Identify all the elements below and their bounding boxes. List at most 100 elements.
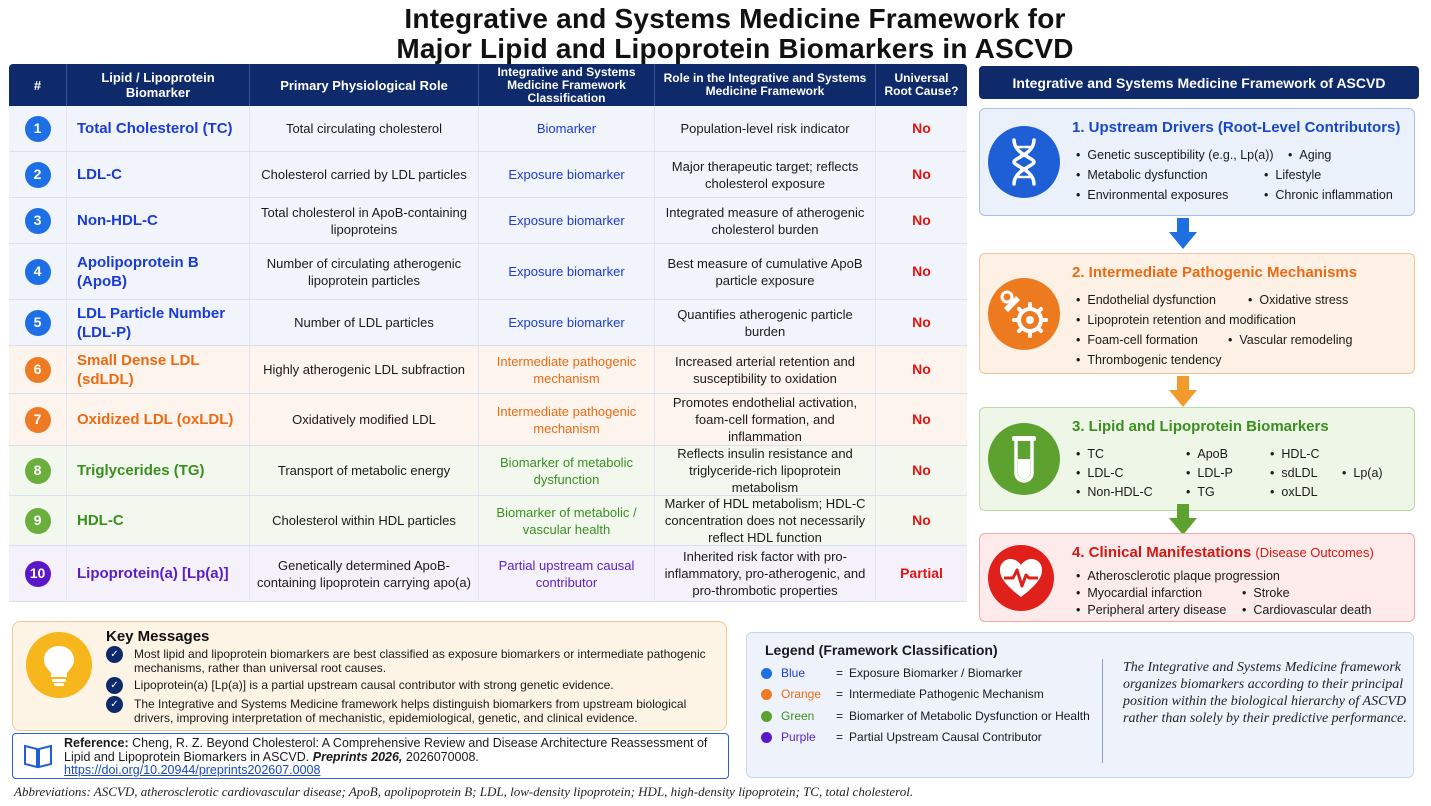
root-cause: Partial xyxy=(900,565,943,581)
check-icon: ✓ xyxy=(106,696,123,713)
legend-item: Blue = Exposure Biomarker / Biomarker xyxy=(761,666,1022,680)
row-number-badge: 8 xyxy=(24,457,51,484)
table-row: 2 LDL-C Cholesterol carried by LDL parti… xyxy=(9,152,967,198)
classification: Exposure biomarker xyxy=(479,300,655,345)
physiological-role: Transport of metabolic energy xyxy=(250,446,479,495)
list-item: ✓ Lipoprotein(a) [Lp(a)] is a partial up… xyxy=(106,677,722,694)
list-item: TG xyxy=(1186,483,1270,502)
book-icon xyxy=(24,744,52,769)
framework-role: Population-level risk indicator xyxy=(655,106,876,151)
classification: Intermediate pathogenic mechanism xyxy=(479,346,655,393)
biomarker-name: HDL-C xyxy=(67,496,250,545)
table-row: 7 Oxidized LDL (oxLDL) Oxidatively modif… xyxy=(9,394,967,446)
row-number-badge: 3 xyxy=(24,207,51,234)
table-row: 9 HDL-C Cholesterol within HDL particles… xyxy=(9,496,967,546)
framework-role: Promotes endothelial activation, foam-ce… xyxy=(655,394,876,445)
biomarker-name: LDL-C xyxy=(67,152,250,197)
header-framework-role: Role in the Integrative and Systems Medi… xyxy=(655,64,876,106)
stage-lipid-biomarkers: 3. Lipid and Lipoprotein Biomarkers TC A… xyxy=(979,407,1415,511)
table-row: 4 Apolipoprotein B (ApoB) Number of circ… xyxy=(9,244,967,300)
header-biomarker: Lipid / Lipoprotein Biomarker xyxy=(67,64,250,106)
physiological-role: Cholesterol within HDL particles xyxy=(250,496,479,545)
list-item: Environmental exposures xyxy=(1076,185,1264,205)
list-item: oxLDL xyxy=(1270,483,1390,502)
reference-link[interactable]: https://doi.org/10.20944/preprints202607… xyxy=(64,763,321,777)
abbreviations: Abbreviations: ASCVD, atherosclerotic ca… xyxy=(14,784,914,799)
list-item: Lifestyle xyxy=(1264,165,1404,185)
biomarker-name: Non-HDL-C xyxy=(67,198,250,243)
biomarker-table: # Lipid / Lipoprotein Biomarker Primary … xyxy=(9,64,967,602)
physiological-role: Number of circulating atherogenic lipopr… xyxy=(250,244,479,299)
row-number-badge: 9 xyxy=(24,507,51,534)
header-role: Primary Physiological Role xyxy=(250,64,479,106)
key-messages-title: Key Messages xyxy=(106,628,210,645)
classification: Biomarker of metabolic dysfunction xyxy=(479,446,655,495)
physiological-role: Highly atherogenic LDL subfraction xyxy=(250,346,479,393)
legend-color-name: Green xyxy=(781,709,815,723)
stage-title: 4. Clinical Manifestations (Disease Outc… xyxy=(1072,544,1374,561)
reference-label: Reference: xyxy=(64,736,129,750)
legend-item: Purple = Partial Upstream Causal Contrib… xyxy=(761,730,1042,744)
title-line-2: Major Lipid and Lipoprotein Biomarkers i… xyxy=(396,33,1074,64)
stage-clinical-manifestations: 4. Clinical Manifestations (Disease Outc… xyxy=(979,533,1415,622)
arrow-down-icon xyxy=(1169,218,1197,249)
physiological-role: Total circulating cholesterol xyxy=(250,106,479,151)
legend-item: Orange = Intermediate Pathogenic Mechani… xyxy=(761,687,1044,701)
row-number-badge: 7 xyxy=(24,406,51,433)
classification: Partial upstream causal contributor xyxy=(479,546,655,601)
list-item: Genetic susceptibility (e.g., Lp(a)) xyxy=(1076,145,1288,165)
test-tube-icon xyxy=(988,423,1060,495)
list-item: Peripheral artery disease xyxy=(1076,602,1242,619)
framework-role: Quantifies atherogenic particle burden xyxy=(655,300,876,345)
reference-journal: Preprints 2026, xyxy=(312,749,403,764)
physiological-role: Cholesterol carried by LDL particles xyxy=(250,152,479,197)
list-item: LDL-P xyxy=(1186,464,1270,483)
legend-title: Legend (Framework Classification) xyxy=(765,642,998,658)
key-message-text: The Integrative and Systems Medicine fra… xyxy=(134,697,687,725)
framework-role: Integrated measure of atherogenic choles… xyxy=(655,198,876,243)
stage-items: Endothelial dysfunction Oxidative stress… xyxy=(1076,290,1411,370)
row-number-badge: 6 xyxy=(24,356,51,383)
list-item: LDL-C xyxy=(1076,464,1186,483)
row-number-badge: 10 xyxy=(24,560,51,587)
table-row: 1 Total Cholesterol (TC) Total circulati… xyxy=(9,106,967,152)
legend-dot xyxy=(761,710,772,722)
list-item: Oxidative stress xyxy=(1248,290,1408,310)
biomarker-name: Oxidized LDL (oxLDL) xyxy=(67,394,250,445)
list-item: Lipoprotein retention and modification xyxy=(1076,310,1406,330)
reference-text: Reference: Cheng, R. Z. Beyond Cholester… xyxy=(64,736,726,778)
row-number-badge: 4 xyxy=(24,258,51,285)
physiological-role: Total cholesterol in ApoB-containing lip… xyxy=(250,198,479,243)
root-cause: No xyxy=(912,166,931,182)
legend-dot xyxy=(761,667,772,679)
legend-label: Partial Upstream Causal Contributor xyxy=(849,730,1042,744)
legend-label: Intermediate Pathogenic Mechanism xyxy=(849,687,1044,701)
stage-title-sub: (Disease Outcomes) xyxy=(1255,545,1374,560)
stage-title: 1. Upstream Drivers (Root-Level Contribu… xyxy=(1072,119,1401,136)
classification: Exposure biomarker xyxy=(479,244,655,299)
header-num: # xyxy=(9,64,67,106)
biomarker-name: Lipoprotein(a) [Lp(a)] xyxy=(67,546,250,601)
list-item: Vascular remodeling xyxy=(1228,330,1398,350)
classification: Exposure biomarker xyxy=(479,198,655,243)
root-cause: No xyxy=(912,212,931,228)
gears-icon xyxy=(988,277,1060,350)
biomarker-name: Small Dense LDL (sdLDL) xyxy=(67,346,250,393)
stage-title: 2. Intermediate Pathogenic Mechanisms xyxy=(1072,264,1358,281)
stage-title-main: 4. Clinical Manifestations xyxy=(1072,544,1252,561)
row-number-badge: 2 xyxy=(24,161,51,188)
page-title: Integrative and Systems Medicine Framewo… xyxy=(0,4,1431,64)
stage-items: Genetic susceptibility (e.g., Lp(a)) Agi… xyxy=(1076,145,1411,205)
table-row: 10 Lipoprotein(a) [Lp(a)] Genetically de… xyxy=(9,546,967,602)
table-header: # Lipid / Lipoprotein Biomarker Primary … xyxy=(9,64,967,106)
classification: Intermediate pathogenic mechanism xyxy=(479,394,655,445)
framework-role: Marker of HDL metabolism; HDL-C concentr… xyxy=(655,496,876,545)
legend-note: The Integrative and Systems Medicine fra… xyxy=(1123,660,1407,726)
framework-header: Integrative and Systems Medicine Framewo… xyxy=(979,66,1419,99)
root-cause: No xyxy=(912,120,931,136)
root-cause: No xyxy=(912,361,931,377)
root-cause: No xyxy=(912,263,931,279)
heart-pulse-icon xyxy=(988,544,1054,611)
reference-citation: Cheng, R. Z. Beyond Cholesterol: A Compr… xyxy=(64,736,708,764)
stage-items: TC ApoB HDL-C LDL-C LDL-P sdLDL Lp(a) No… xyxy=(1076,445,1411,502)
